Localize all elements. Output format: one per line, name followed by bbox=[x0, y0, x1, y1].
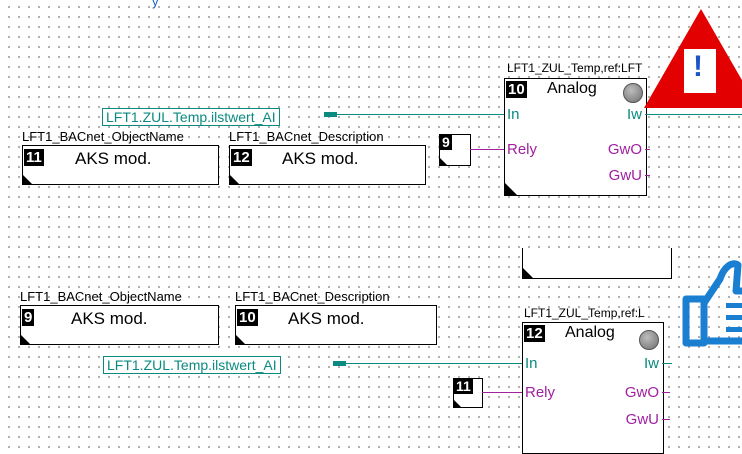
pin-gwo: GwO bbox=[624, 384, 659, 401]
block-corner-marker bbox=[454, 400, 461, 407]
status-lamp-icon bbox=[623, 83, 643, 103]
top-object-name-label: LFT1_BACnet_ObjectName bbox=[22, 129, 184, 144]
pin-rely: Rely bbox=[507, 141, 538, 158]
bottom-object-name-label: LFT1_BACnet_ObjectName bbox=[20, 289, 182, 304]
top-variable-input[interactable]: LFT1.ZUL.Temp.ilstwert_AI bbox=[102, 108, 280, 126]
bottom-prev-function-block bbox=[522, 248, 672, 279]
bottom-variable-connector bbox=[333, 361, 346, 366]
pin-gwo: GwO bbox=[607, 141, 642, 158]
bottom-wire-out-gwu bbox=[662, 419, 670, 420]
top-wire-rely bbox=[470, 149, 504, 150]
bottom-description-label: LFT1_BACnet_Description bbox=[235, 289, 390, 304]
bottom-analog-function-block[interactable]: 12 Analog In Rely Iw GwO GwU bbox=[522, 322, 664, 454]
bottom-small-block[interactable]: 11 bbox=[453, 378, 483, 408]
top-analog-function-block[interactable]: 10 Analog In Rely Iw GwO GwU bbox=[504, 78, 647, 196]
pin-gwu: GwU bbox=[608, 167, 642, 184]
bottom-wire-in bbox=[346, 363, 522, 364]
block-number: 12 bbox=[231, 149, 252, 166]
pin-rely: Rely bbox=[525, 384, 556, 401]
thumbs-up-icon bbox=[682, 260, 742, 347]
top-wire-out-iw bbox=[645, 114, 742, 115]
block-corner-marker bbox=[21, 335, 30, 344]
bottom-aks-block-1[interactable]: 9 AKS mod. bbox=[20, 305, 219, 345]
func-type: Analog bbox=[565, 324, 615, 341]
pin-in: In bbox=[507, 106, 520, 123]
block-corner-marker bbox=[236, 335, 245, 344]
block-number: 9 bbox=[22, 309, 35, 326]
top-func-title: LFT1_ZUL_Temp,ref:LFT bbox=[507, 61, 643, 75]
block-number: 11 bbox=[454, 378, 473, 394]
top-variable-connector bbox=[324, 112, 337, 117]
top-aks-block-2[interactable]: 12 AKS mod. bbox=[229, 145, 426, 185]
bottom-aks-block-2[interactable]: 10 AKS mod. bbox=[235, 305, 437, 345]
bottom-wire-out-gwo bbox=[662, 392, 670, 393]
block-corner-marker bbox=[230, 175, 239, 184]
pin-iw: Iw bbox=[627, 106, 642, 123]
block-text: AKS mod. bbox=[282, 149, 359, 168]
block-text: AKS mod. bbox=[71, 309, 148, 328]
func-number: 10 bbox=[506, 81, 527, 98]
block-text: AKS mod. bbox=[75, 149, 152, 168]
func-type: Analog bbox=[547, 80, 597, 97]
block-number: 11 bbox=[24, 149, 44, 166]
block-corner-marker bbox=[440, 158, 447, 165]
top-wire-out-gwo bbox=[645, 149, 650, 150]
caption-text: y bbox=[152, 0, 159, 9]
bottom-wire-out-iw bbox=[662, 363, 672, 364]
warning-triangle-icon bbox=[644, 9, 742, 108]
status-lamp-icon bbox=[639, 330, 659, 350]
top-wire-in bbox=[337, 114, 504, 115]
pin-iw: Iw bbox=[644, 355, 659, 372]
block-corner-marker bbox=[23, 175, 32, 184]
bottom-func-title: LFT1_ZUL_Temp,ref:L bbox=[524, 306, 645, 320]
block-text: AKS mod. bbox=[288, 309, 365, 328]
top-aks-block-1[interactable]: 11 AKS mod. bbox=[22, 145, 219, 185]
block-number: 9 bbox=[440, 134, 452, 150]
block-corner-marker bbox=[505, 183, 517, 195]
pin-gwu: GwU bbox=[625, 411, 659, 428]
block-number: 10 bbox=[237, 309, 258, 326]
pin-in: In bbox=[525, 355, 538, 372]
func-number: 12 bbox=[524, 325, 545, 342]
top-description-label: LFT1_BACnet_Description bbox=[229, 129, 384, 144]
warning-exclamation: ! bbox=[693, 50, 703, 83]
top-wire-out-gwu bbox=[645, 175, 650, 176]
bottom-variable-input[interactable]: LFT1.ZUL.Temp.ilstwert_AI bbox=[103, 356, 281, 374]
bottom-wire-rely bbox=[482, 392, 522, 393]
block-corner-marker bbox=[523, 268, 533, 278]
top-small-block[interactable]: 9 bbox=[439, 134, 471, 166]
